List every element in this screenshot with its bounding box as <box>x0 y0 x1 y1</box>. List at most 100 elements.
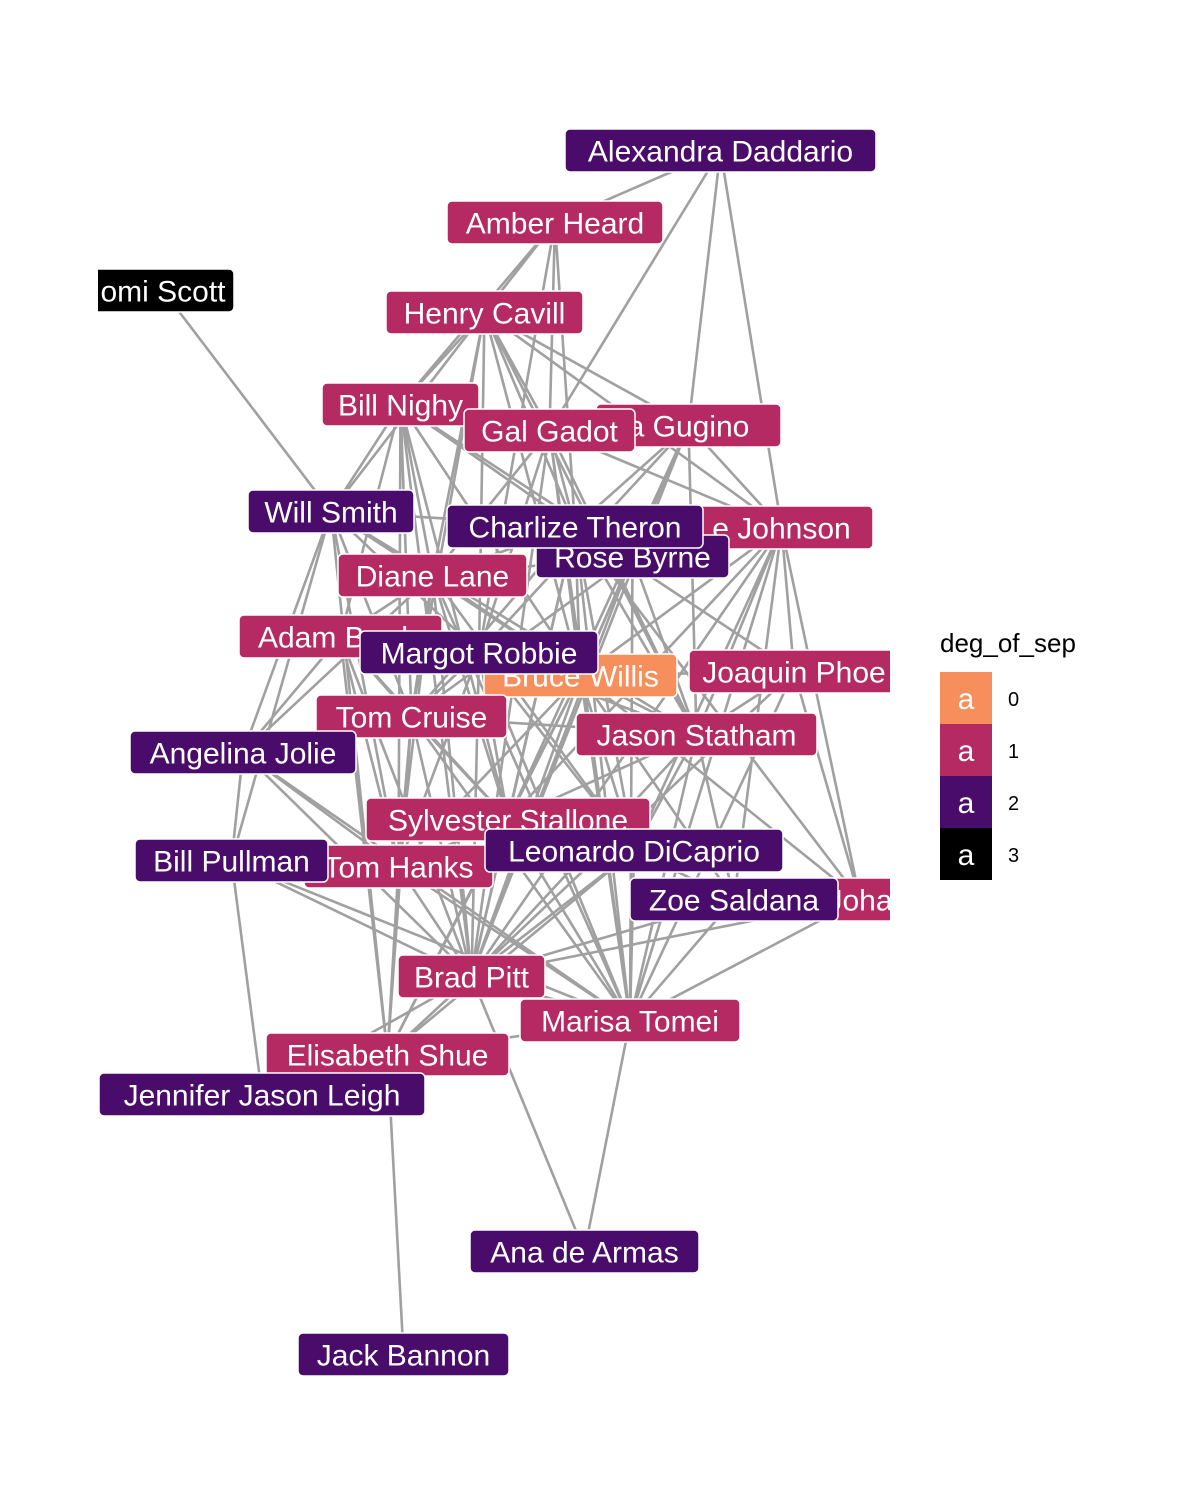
legend-key-swatch <box>940 776 992 828</box>
node-label-text: Jennifer Jason Leigh <box>124 1080 401 1113</box>
node-diane-lane: Diane Lane <box>337 553 528 598</box>
node-label-box <box>484 828 784 873</box>
node-label-box <box>98 268 235 313</box>
node-dwayne-johnson: e Johnson <box>689 505 874 550</box>
node-label-box <box>629 877 839 922</box>
node-charlize-theron: Charlize Theron <box>446 504 704 549</box>
node-label-box <box>463 408 636 453</box>
node-carla-gugino: a Gugino <box>595 403 782 448</box>
node-bill-pullman: Bill Pullman <box>134 838 329 883</box>
node-label-box <box>297 1332 510 1377</box>
edge-rose-byrne-marisa-tomei <box>628 556 634 1021</box>
node-brad-pitt: Brad Pitt <box>397 954 546 999</box>
edge-charlize-theron-marisa-tomei <box>573 526 632 1021</box>
node-label-box <box>575 712 818 757</box>
node-label-box <box>98 1072 426 1117</box>
node-label-box <box>564 128 877 173</box>
legend-key-glyph: a <box>958 735 975 768</box>
edge-dwayne-johnson-scarlett-johansson <box>780 527 862 900</box>
node-jason-statham: Jason Statham <box>575 712 818 757</box>
node-label-text: Jason Statham <box>596 720 796 753</box>
node-leonardo-dicaprio: Leonardo DiCaprio <box>484 828 784 873</box>
node-jack-bannon: Jack Bannon <box>297 1332 510 1377</box>
node-label-text: Tom Cruise <box>336 702 488 735</box>
node-label-box <box>397 954 546 999</box>
node-jennifer-jason-leigh: Jennifer Jason Leigh <box>98 1072 426 1117</box>
legend-title: deg_of_sep <box>940 628 1076 658</box>
node-label-text: Tom Hanks <box>323 852 473 885</box>
edge-bill-nighy-sylvester-stallone <box>399 404 510 820</box>
node-label-box <box>321 382 480 427</box>
node-label-box <box>469 1229 700 1274</box>
node-label-text: omi Scott <box>100 276 226 309</box>
edge-rose-byrne-brad-pitt <box>470 556 634 977</box>
edge-rose-byrne-jason-statham <box>631 556 698 735</box>
edge-ana-de-armas-marisa-tomei <box>583 1020 632 1252</box>
node-label-text: Gal Gadot <box>481 416 618 449</box>
edge-bill-pullman-jennifer-jason-leigh <box>230 860 264 1095</box>
node-alexandra-daddario: Alexandra Daddario <box>564 128 877 173</box>
node-zoe-saldana: Zoe Saldana <box>629 877 839 922</box>
edge-dwayne-johnson-jason-statham <box>695 527 783 735</box>
edge-gal-gadot-diane-lane <box>431 429 551 577</box>
node-joaquin-phoenix: Joaquin Phoe <box>688 649 890 694</box>
node-label-box <box>519 998 741 1043</box>
node-label-box <box>247 489 415 534</box>
node-label-text: Charlize Theron <box>469 512 682 545</box>
node-henry-cavill: Henry Cavill <box>385 290 584 335</box>
legend-key-glyph: a <box>958 683 975 716</box>
edge-jason-statham-zoe-saldana <box>695 734 736 900</box>
edge-carla-gugino-sylvester-stallone <box>506 424 690 821</box>
node-label-text: Diane Lane <box>356 561 509 594</box>
node-label-text: Amber Heard <box>466 208 644 241</box>
node-label-text: Ana de Armas <box>490 1237 678 1270</box>
edge-dwayne-johnson-bruce-willis <box>579 526 783 677</box>
node-bill-nighy: Bill Nighy <box>321 382 480 427</box>
legend-key-swatch <box>940 828 992 880</box>
node-label-text: Bill Nighy <box>338 390 463 423</box>
node-tom-hanks: Tom Hanks <box>303 844 494 889</box>
node-angelina-jolie: Angelina Jolie <box>129 730 357 775</box>
node-label-box <box>129 730 357 775</box>
node-ana-de-armas: Ana de Armas <box>469 1229 700 1274</box>
legend-label: 0 <box>1008 689 1019 711</box>
edge-ana-de-armas-brad-pitt <box>470 976 586 1252</box>
edge-bill-nighy-diane-lane <box>399 404 434 576</box>
node-label-text: Henry Cavill <box>404 298 566 331</box>
legend-key-glyph: a <box>958 839 975 872</box>
node-label-text: Elisabeth Shue <box>287 1040 489 1073</box>
legend-key-glyph: a <box>958 787 975 820</box>
node-label-box <box>134 838 329 883</box>
edge-alexandra-daddario-gal-gadot <box>548 149 722 432</box>
edge-diane-lane-angelina-jolie <box>242 574 434 754</box>
edge-will-smith-bill-pullman <box>230 511 333 861</box>
node-will-smith: Will Smith <box>247 489 415 534</box>
node-label-box <box>446 200 664 245</box>
edge-joaquin-phoenix-scarlett-johansson <box>792 671 862 900</box>
legend-label: 3 <box>1008 845 1019 867</box>
node-margot-robbie: Margot Robbie <box>359 630 599 675</box>
edge-dwayne-johnson-joaquin-phoenix <box>780 527 796 672</box>
node-naomi-scott: omi Scott <box>98 268 235 313</box>
edge-naomi-scott-will-smith <box>161 289 333 513</box>
edge-leonardo-dicaprio-elisabeth-shue <box>386 849 635 1056</box>
node-label-text: Joaquin Phoe <box>702 657 886 690</box>
node-label-text: e Johnson <box>712 513 850 546</box>
legend-key-swatch <box>940 672 992 724</box>
legend-label: 1 <box>1008 741 1019 763</box>
node-label-box <box>385 290 584 335</box>
edge-henry-cavill-bruce-willis <box>483 312 582 676</box>
node-label-box <box>688 649 890 694</box>
node-label-text: Angelina Jolie <box>150 738 337 771</box>
node-elisabeth-shue: Elisabeth Shue <box>265 1032 510 1077</box>
edge-alexandra-daddario-carla-gugino <box>687 150 722 426</box>
node-label-box <box>446 504 704 549</box>
node-label-text: a Gugino <box>628 411 750 444</box>
